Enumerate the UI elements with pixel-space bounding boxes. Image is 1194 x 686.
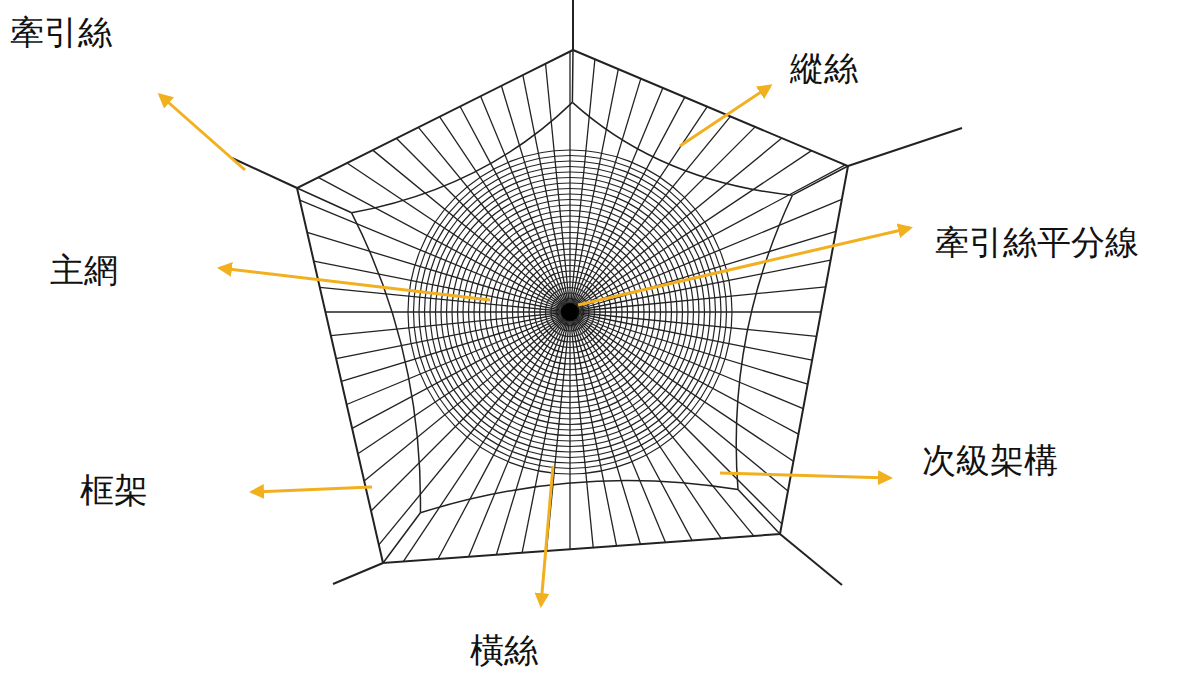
radial-thread <box>570 311 821 312</box>
spiral-thread <box>441 183 699 441</box>
anchor-thread <box>572 0 574 50</box>
secondary-thread <box>383 513 420 563</box>
leader-arrow <box>720 473 890 478</box>
spiral-thread <box>529 271 611 353</box>
spiral-thread <box>430 172 710 452</box>
spiral-thread <box>425 167 716 458</box>
part-label: 縱絲 <box>790 48 858 89</box>
radial-thread <box>300 200 570 312</box>
anchor-thread <box>232 158 297 188</box>
radial-thread <box>570 312 665 542</box>
radial-thread <box>570 312 640 544</box>
spiral-thread <box>480 222 661 403</box>
secondary-thread <box>352 102 573 212</box>
leader-arrow <box>220 268 490 300</box>
secondary-thread <box>792 166 848 195</box>
secondary-thread <box>738 490 780 534</box>
part-label: 次級架構 <box>922 440 1058 481</box>
secondary-thread <box>572 102 792 195</box>
spiral-thread <box>491 233 650 392</box>
anchor-thread <box>333 563 383 584</box>
spiral-thread <box>408 150 732 474</box>
secondary-thread <box>572 50 574 102</box>
spiral-thread <box>414 156 727 469</box>
spiral-thread <box>419 161 721 463</box>
frame-thread <box>297 50 848 563</box>
spiral-thread <box>496 238 644 386</box>
radial-thread <box>318 177 570 312</box>
spiral-thread <box>485 227 655 397</box>
radial-thread <box>570 312 754 536</box>
leader-arrow <box>252 487 372 492</box>
spiral-thread <box>502 244 639 381</box>
radial-thread <box>569 52 570 313</box>
spiral-thread <box>562 304 578 320</box>
spiral-thread <box>546 288 595 337</box>
part-label: 主網 <box>50 250 118 291</box>
spiral-thread <box>551 293 589 331</box>
spiral-thread <box>458 200 683 425</box>
radial-thread <box>570 199 842 312</box>
hub <box>561 303 579 321</box>
radial-thread <box>546 64 570 312</box>
spiral-thread <box>507 249 633 375</box>
radial-thread <box>403 312 570 562</box>
secondary-thread <box>736 195 792 489</box>
spiral-thread <box>469 211 672 414</box>
radial-thread <box>320 287 570 312</box>
spiral-thread <box>524 266 617 359</box>
part-label: 橫絲 <box>470 630 538 671</box>
radial-thread <box>570 59 595 312</box>
secondary-thread <box>420 481 738 513</box>
anchor-thread <box>780 534 842 585</box>
spiral-thread <box>463 205 677 419</box>
spiral-thread <box>557 299 584 326</box>
spiral-thread <box>535 277 606 348</box>
part-label: 牽引絲平分線 <box>935 222 1139 263</box>
spiral-thread <box>474 216 666 408</box>
leader-arrow <box>541 466 553 605</box>
spiral-thread <box>452 194 688 430</box>
part-label: 框架 <box>80 470 148 511</box>
radial-thread <box>325 311 570 312</box>
leader-arrow <box>680 86 770 146</box>
leader-arrow <box>160 95 245 170</box>
spiral-thread <box>447 189 694 436</box>
spiral-thread <box>518 260 622 364</box>
anchor-thread <box>848 128 962 166</box>
spiral-thread <box>540 282 600 342</box>
secondary-thread <box>297 188 352 213</box>
part-label: 牽引絲 <box>10 12 112 53</box>
secondary-thread <box>352 213 421 513</box>
spiral-thread <box>513 255 628 370</box>
spiral-thread <box>436 178 705 447</box>
leader-arrow <box>578 228 910 305</box>
